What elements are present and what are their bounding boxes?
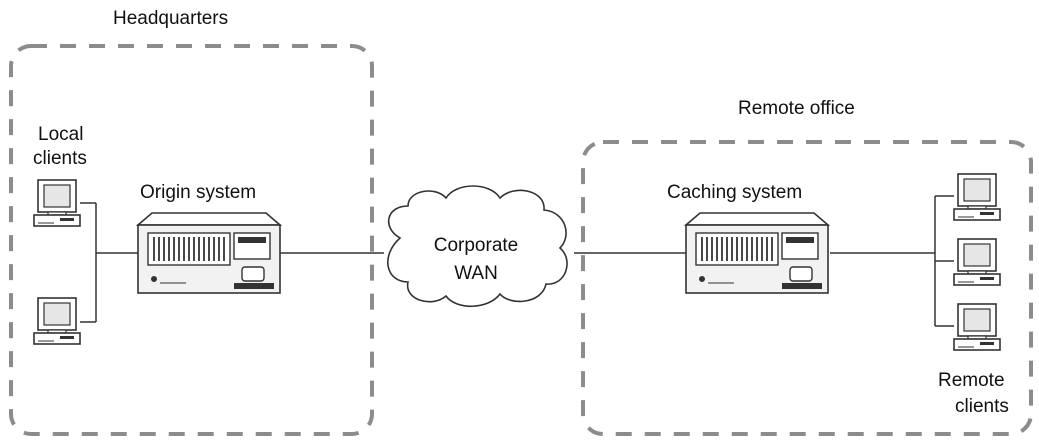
local-clients-links [80,202,138,323]
wan-cloud-icon [387,185,568,307]
remote-client-computer-icon [953,173,1001,221]
wan-label-line1: Corporate [433,235,519,256]
wan-label-line2: WAN [454,263,498,284]
headquarters-boundary [9,44,374,436]
origin-server-icon [137,212,281,294]
caching-server-icon [685,212,829,294]
remote-client-computer-icon [953,303,1001,351]
remote-clients-label-line2: clients [955,396,1009,417]
remote-office-label: Remote office [738,98,855,119]
origin-system-label: Origin system [140,182,257,203]
local-client-computer-icon [33,179,81,227]
remote-client-computer-icon [953,238,1001,286]
caching-system-label: Caching system [667,182,803,203]
local-client-computer-icon [33,297,81,345]
local-clients-label-line2: clients [33,148,87,169]
headquarters-label: Headquarters [113,8,229,29]
remote-office-boundary [581,140,1033,436]
local-clients-label-line1: Local [38,124,84,145]
remote-clients-links [830,195,954,327]
remote-clients-label-line1: Remote [938,370,1005,391]
